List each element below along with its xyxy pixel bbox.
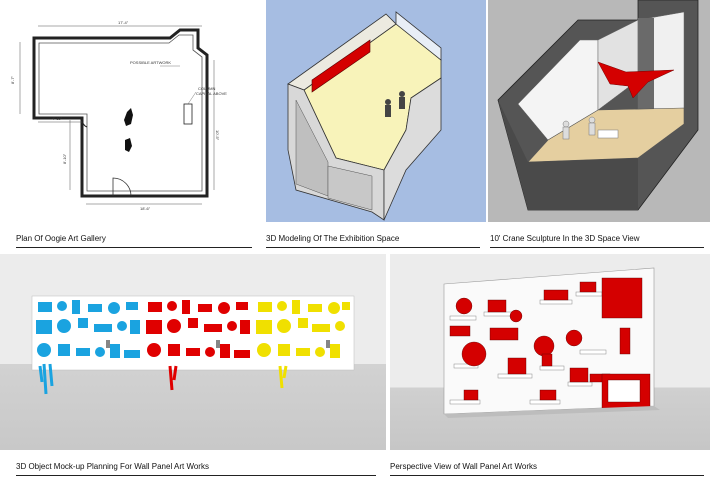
plan-caption: Plan Of Oogie Art Gallery xyxy=(16,234,106,243)
visitor-figures xyxy=(385,91,405,117)
column-label: COLUMN xyxy=(198,86,215,91)
crane-sculpture xyxy=(597,61,675,99)
visitor-figures xyxy=(562,116,596,140)
mockup-render xyxy=(31,295,355,395)
model-panel xyxy=(266,0,486,222)
dim-inner-label: 4'-10" xyxy=(52,116,63,121)
capital-above-label: CAPITAL ABOVE xyxy=(196,91,227,96)
dim-bottom-label: 18'-6" xyxy=(140,206,151,211)
model-caption-rule xyxy=(266,247,480,248)
floor-plan-drawing: 17'-4" 8'-7" 8'-10" 4'-10" 10'-5" 18'-6"… xyxy=(10,20,227,211)
model-caption: 3D Modeling Of The Exhibition Space xyxy=(266,234,400,243)
dim-right-label: 10'-5" xyxy=(215,130,220,141)
tv-screen-shape xyxy=(607,379,641,403)
dim-top-label: 17'-4" xyxy=(118,20,129,25)
plan-caption-rule xyxy=(16,247,252,248)
crane-caption-rule xyxy=(490,247,704,248)
red-artwork-panel xyxy=(311,39,371,93)
floor-plan-panel: 17'-4" 8'-7" 8'-10" 4'-10" 10'-5" 18'-6"… xyxy=(0,0,262,222)
blue-objects xyxy=(36,300,140,395)
red-wall-objects xyxy=(449,277,651,409)
perspective-render xyxy=(443,267,660,418)
figure-silhouette-icon xyxy=(124,108,133,126)
crane-render xyxy=(497,0,699,211)
perspective-caption: Perspective View of Wall Panel Art Works xyxy=(390,462,538,471)
model-render xyxy=(287,11,442,221)
possible-artwork-label: POSSIBLE ARTWORK xyxy=(130,60,171,65)
yellow-objects xyxy=(256,300,350,389)
crane-panel xyxy=(488,0,710,222)
perspective-panel xyxy=(390,254,710,450)
crane-caption: 10' Crane Sculpture In the 3D Space View xyxy=(490,234,640,243)
red-objects xyxy=(146,300,250,391)
perspective-caption-rule xyxy=(390,475,704,476)
mockup-caption: 3D Object Mock-up Planning For Wall Pane… xyxy=(16,462,209,471)
column-shape xyxy=(638,18,654,122)
dim-left-upper-label: 8'-7" xyxy=(10,75,15,84)
figure-silhouette-icon xyxy=(125,138,132,152)
dim-left-lower-label: 8'-10" xyxy=(62,153,67,164)
mockup-caption-rule xyxy=(16,475,376,476)
mockup-panel xyxy=(0,254,386,450)
